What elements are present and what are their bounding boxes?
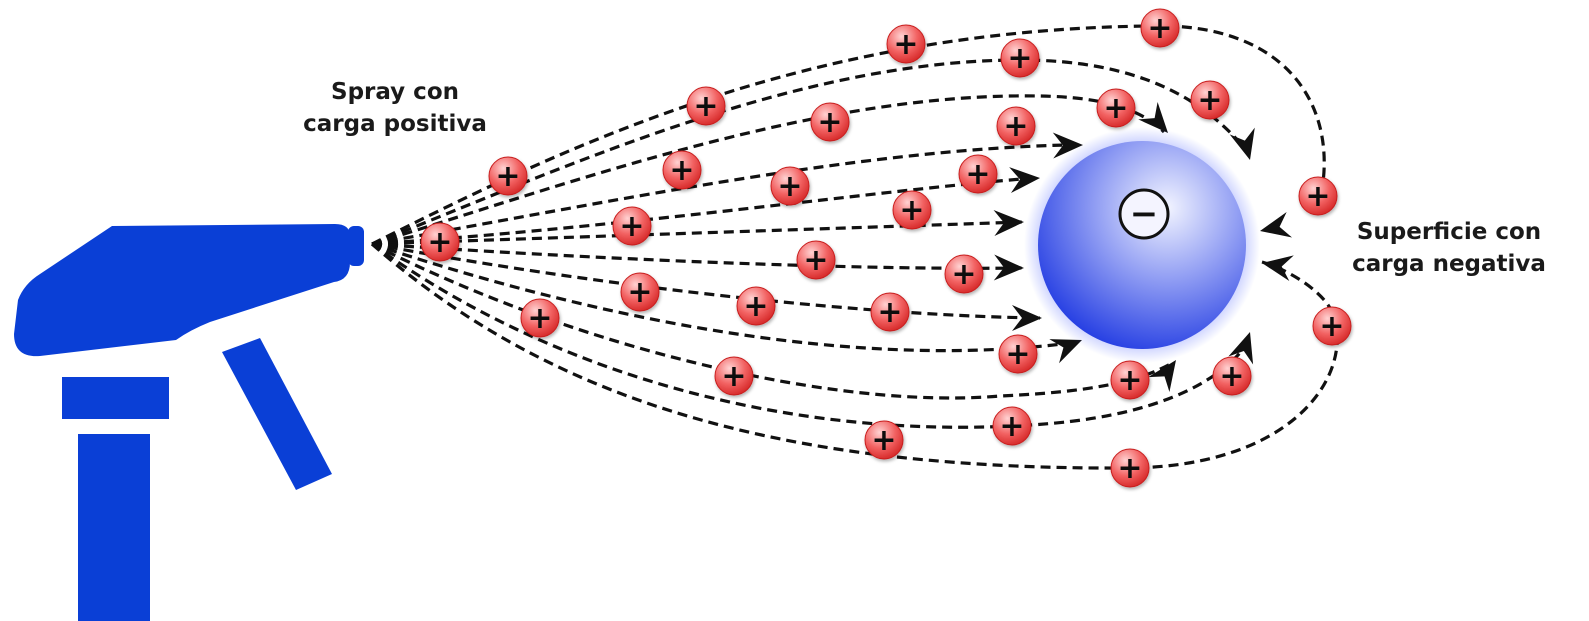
field-line bbox=[371, 242, 1252, 429]
positive-charge-icon: + bbox=[488, 156, 528, 196]
positive-charge-symbol: + bbox=[817, 105, 842, 140]
positive-charge-symbol: + bbox=[1117, 363, 1142, 398]
positive-charge-symbol: + bbox=[1005, 337, 1030, 372]
negative-charge-symbol: − bbox=[1130, 194, 1159, 234]
positive-charge-symbol: + bbox=[693, 89, 718, 124]
positive-charge-icon: + bbox=[864, 420, 904, 460]
positive-charge-icon: + bbox=[1312, 306, 1352, 346]
positive-charge-symbol: + bbox=[427, 225, 452, 260]
positive-charge-icon: + bbox=[944, 254, 984, 294]
field-line bbox=[371, 176, 1035, 246]
positive-charge-symbol: + bbox=[1219, 359, 1244, 394]
negative-sphere-icon: − bbox=[1024, 127, 1260, 363]
positive-charge-symbol: + bbox=[1117, 451, 1142, 486]
surface-label-line1: Superficie con bbox=[1356, 219, 1542, 245]
positive-charge-icon: + bbox=[662, 150, 702, 190]
positive-charge-icon: + bbox=[736, 286, 776, 326]
positive-charge-symbol: + bbox=[1007, 41, 1032, 76]
positive-charge-icon: + bbox=[810, 102, 850, 142]
positive-charge-icon: + bbox=[1298, 176, 1338, 216]
negative-charge-badge bbox=[1118, 188, 1170, 240]
spray-label: Spray con carga positiva bbox=[284, 76, 506, 140]
positive-charge-icon: + bbox=[998, 334, 1038, 374]
field-arrowhead bbox=[1052, 132, 1083, 159]
surface-label: Superficie con carga negativa bbox=[1334, 216, 1564, 280]
field-line bbox=[371, 242, 1023, 270]
positive-charge-symbol: + bbox=[1197, 83, 1222, 118]
sprayer-body bbox=[78, 434, 150, 621]
field-arrowhead bbox=[993, 210, 1024, 237]
field-arrowhead bbox=[1260, 212, 1293, 238]
positive-charge-icon: + bbox=[1110, 360, 1150, 400]
field-arrowhead bbox=[993, 254, 1024, 281]
field-line bbox=[371, 242, 1079, 353]
positive-charge-icon: + bbox=[1140, 8, 1180, 48]
positive-charge-symbol: + bbox=[999, 409, 1024, 444]
field-line bbox=[371, 220, 1023, 246]
positive-charge-icon: + bbox=[420, 222, 460, 262]
field-arrowhead bbox=[1012, 305, 1042, 331]
positive-charge-symbol: + bbox=[777, 169, 802, 204]
field-arrowhead bbox=[1049, 339, 1082, 364]
positive-charge-symbol: + bbox=[743, 289, 768, 324]
positive-charge-icon: + bbox=[520, 298, 560, 338]
positive-charge-symbol: + bbox=[965, 157, 990, 192]
charged-surface bbox=[1038, 141, 1246, 349]
positive-charge-icon: + bbox=[1110, 448, 1150, 488]
positive-charge-icon: + bbox=[958, 154, 998, 194]
sprayer-neck bbox=[62, 377, 169, 419]
field-arrowhead bbox=[1228, 332, 1254, 365]
positive-charge-icon: + bbox=[1190, 80, 1230, 120]
positive-charge-symbol: + bbox=[619, 209, 644, 244]
positive-charge-symbol: + bbox=[1147, 11, 1172, 46]
positive-charge-icon: + bbox=[886, 24, 926, 64]
positive-charge-icon: + bbox=[1212, 356, 1252, 396]
positive-charge-icon: + bbox=[686, 86, 726, 126]
spray-bottle-icon bbox=[14, 224, 364, 621]
positive-charge-symbol: + bbox=[495, 159, 520, 194]
positive-charge-symbol: + bbox=[527, 301, 552, 336]
spray-label-line1: Spray con bbox=[331, 79, 459, 105]
positive-charge-symbol: + bbox=[803, 243, 828, 278]
positive-charge-symbol: + bbox=[669, 153, 694, 188]
positive-charge-symbol: + bbox=[1319, 309, 1344, 344]
field-line bbox=[371, 24, 1326, 246]
field-line bbox=[371, 58, 1248, 246]
positive-charge-icon: + bbox=[996, 106, 1036, 146]
positive-charge-symbol: + bbox=[893, 27, 918, 62]
field-arrowhead bbox=[1148, 360, 1176, 393]
positive-charge-symbol: + bbox=[627, 275, 652, 310]
positive-charge-icon: + bbox=[1000, 38, 1040, 78]
positive-charge-icon: + bbox=[714, 356, 754, 396]
positive-charge-icon: + bbox=[870, 292, 910, 332]
positive-charge-symbol: + bbox=[721, 359, 746, 394]
field-arrowhead bbox=[1009, 167, 1040, 194]
positive-charge-symbol: + bbox=[877, 295, 902, 330]
positive-charge-icon: + bbox=[796, 240, 836, 280]
field-arrowhead bbox=[1229, 127, 1255, 160]
sprayer-head bbox=[14, 224, 350, 357]
positive-charge-symbol: + bbox=[1003, 109, 1028, 144]
positive-charge-symbol: + bbox=[1305, 179, 1330, 214]
field-arrowhead bbox=[1138, 102, 1168, 133]
sprayer-trigger bbox=[222, 338, 332, 490]
spray-label-line2: carga positiva bbox=[303, 111, 487, 137]
field-line bbox=[371, 143, 1067, 246]
positive-charge-symbol: + bbox=[1103, 91, 1128, 126]
positive-charge-icon: + bbox=[612, 206, 652, 246]
surface-label-line2: carga negativa bbox=[1352, 251, 1546, 277]
positive-charge-icon: + bbox=[992, 406, 1032, 446]
positive-charge-icon: + bbox=[1096, 88, 1136, 128]
positive-charge-icon: + bbox=[770, 166, 810, 206]
positive-charge-icon: + bbox=[620, 272, 660, 312]
positive-charge-symbol: + bbox=[871, 423, 896, 458]
field-arrows bbox=[993, 102, 1294, 393]
field-arrowhead bbox=[1262, 255, 1294, 282]
sprayer-nozzle bbox=[348, 226, 364, 266]
positive-charge-symbol: + bbox=[899, 193, 924, 228]
positive-charge-symbol: + bbox=[951, 257, 976, 292]
positive-particles: + + + + + + + + + + + + + + + + + + + + + + + + + + + + + + bbox=[420, 8, 1352, 488]
positive-charge-icon: + bbox=[892, 190, 932, 230]
